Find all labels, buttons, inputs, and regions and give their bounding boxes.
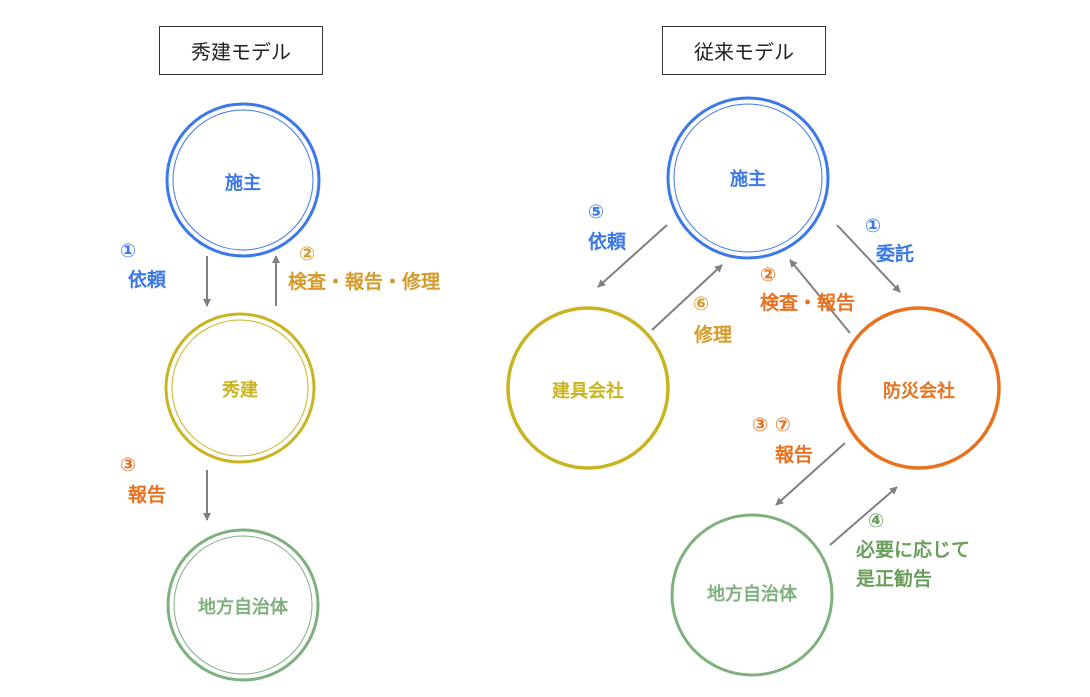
left-inspect-label: 検査・報告・修理 (288, 271, 441, 293)
right-advice-label-line1: 必要に応じて (856, 539, 971, 561)
left-request-number: ① (120, 240, 137, 262)
right-disaster-co-label: 防災会社 (883, 381, 955, 402)
right-local-gov-circle (670, 513, 834, 677)
right-advice-number: ④ (868, 510, 885, 532)
right-report-numbers: ③ ⑦ (752, 414, 791, 436)
right-fixture-co-circle (506, 306, 670, 470)
right-owner-circle (666, 96, 830, 260)
left-model-title: 秀建モデル (159, 26, 323, 75)
right-local-gov-label: 地方自治体 (707, 584, 797, 605)
right-request-arrow (597, 224, 668, 288)
left-request-label: 依頼 (128, 269, 167, 291)
right-disaster-co-circle (837, 306, 1001, 470)
right-repair-label: 修理 (694, 324, 733, 346)
right-advice-arrow (829, 486, 898, 546)
right-request-label: 依頼 (588, 231, 627, 253)
left-report-label: 報告 (128, 484, 167, 506)
right-repair-arrow (651, 264, 723, 331)
left-report-number: ③ (120, 454, 137, 476)
right-entrust-arrow (836, 224, 901, 293)
left-inspect-number: ② (299, 243, 316, 265)
left-local-gov-label: 地方自治体 (198, 597, 288, 618)
right-repair-number: ⑥ (693, 293, 710, 315)
right-report-label: 報告 (775, 444, 814, 466)
right-owner-label: 施主 (730, 169, 766, 190)
right-inspect-label: 検査・報告 (760, 292, 856, 314)
right-model-title: 従来モデル (662, 26, 826, 75)
left-owner-label: 施主 (225, 173, 261, 194)
right-entrust-label: 委託 (876, 243, 915, 265)
right-advice-label-line2: 是正勧告 (856, 568, 933, 590)
right-entrust-number: ① (865, 215, 882, 237)
right-inspect-number: ② (760, 264, 777, 286)
right-request-number: ⑤ (588, 201, 605, 223)
left-shuken-label: 秀建 (222, 380, 258, 401)
right-report-arrow (775, 442, 846, 506)
right-inspect-arrow (789, 259, 851, 334)
left-local-gov-circle (166, 528, 320, 682)
right-fixture-co-label: 建具会社 (552, 381, 624, 402)
left-shuken-circle (164, 312, 316, 464)
left-owner-circle (165, 102, 321, 258)
